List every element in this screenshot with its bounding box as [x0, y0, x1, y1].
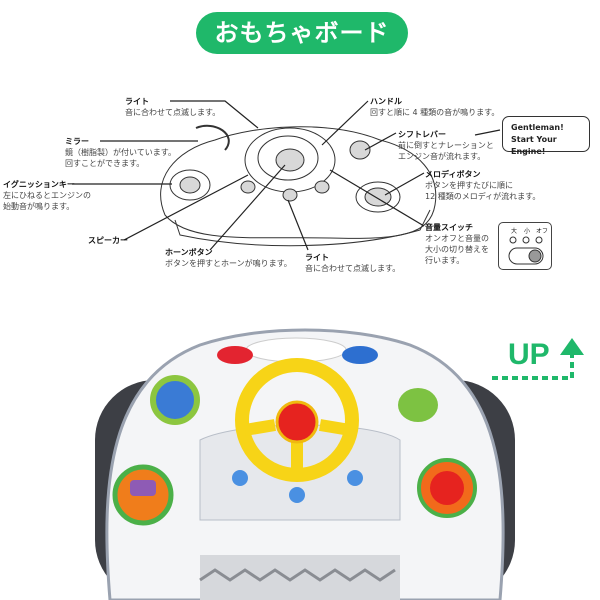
label-mirror: ミラー鏡（樹脂製）が付いています。回すことができます。 — [65, 137, 176, 168]
light-blue — [342, 346, 378, 364]
label-horn: ホーンボタンボタンを押すとホーンが鳴ります。 — [165, 248, 292, 268]
steering-wheel — [235, 358, 359, 482]
section-title-banner: おもちゃボード — [196, 12, 408, 54]
mirror — [150, 375, 200, 425]
up-arrow-icon — [492, 352, 574, 380]
label-handle: ハンドル回すと順に 4 種類の音が鳴ります。 — [370, 97, 500, 117]
light-red — [217, 346, 253, 364]
seat-fabric — [200, 555, 400, 600]
label-light-bottom: ライト音に合わせて点滅します。 — [305, 253, 401, 273]
label-speaker: スピーカー — [88, 236, 128, 245]
label-light-top: ライト音に合わせて点滅します。 — [125, 97, 221, 117]
shift-lever — [398, 388, 438, 422]
label-ignition: イグニッションキー左にひねるとエンジンの始動音が鳴ります。 — [3, 180, 91, 211]
volume-switch-illustration: 大 小 オフ — [498, 222, 552, 270]
label-volume: 音量スイッチオンオフと音量の大小の切り替えを行います。 — [425, 223, 489, 265]
up-label: UP — [508, 338, 550, 371]
label-shift: シフトレバー前に倒すとナレーションとエンジン音が流れます。 — [398, 130, 494, 161]
horn-button — [275, 400, 319, 444]
speech-bubble: Gentleman!Start Your Engine! — [502, 116, 590, 156]
